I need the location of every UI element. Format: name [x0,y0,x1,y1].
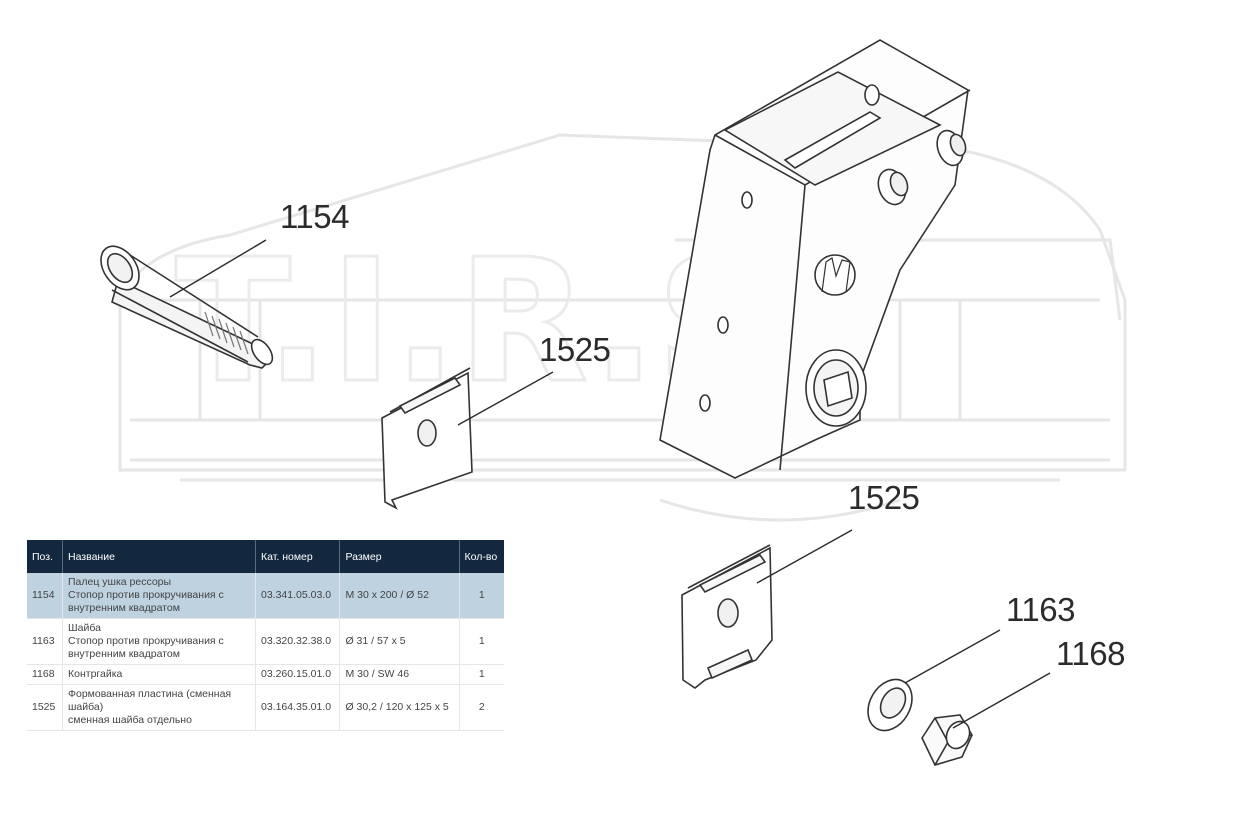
callout-1154: 1154 [280,198,349,235]
cell-qty: 1 [459,573,504,619]
cell-size: M 30 x 200 / Ø 52 [339,573,460,619]
cell-pos: 1525 [27,684,63,731]
leader-1168 [952,672,1051,729]
cell-name: Контргайка [62,664,256,685]
callout-1525-top: 1525 [539,331,611,368]
cell-name-line: внутренним квадратом [68,648,180,660]
callout-1168: 1168 [1056,635,1125,672]
nut-1168-drawing [921,714,973,766]
cell-qty: 1 [459,664,504,685]
cell-size: Ø 30,2 / 120 x 125 x 5 [339,684,460,731]
cell-pos: 1168 [27,664,63,685]
cell-name-line: Стопор против прокручивания с [68,635,224,647]
cell-cat: 03.260.15.01.0 [255,664,341,685]
cell-name: Шайба Стопор против прокручивания с внут… [62,618,256,665]
cell-name-line: Формованная пластина (сменная [68,688,232,700]
cell-qty: 1 [459,618,504,665]
cell-name-line: внутренним квадратом [68,602,180,614]
cell-size: Ø 31 / 57 x 5 [339,618,460,665]
leader-lines [169,239,1051,729]
leader-1525-top [457,371,554,426]
cell-name-line: Шайба [68,622,101,634]
leader-1163 [904,629,1001,684]
cell-pos: 1163 [27,618,63,665]
cell-cat: 03.164.35.01.0 [255,684,341,731]
callout-1525-bottom: 1525 [848,479,920,516]
callout-1163: 1163 [1006,591,1075,628]
col-header-pos: Поз. [27,540,63,573]
table-row[interactable]: 1154 Палец ушка рессоры Стопор против пр… [27,573,504,619]
table-row[interactable]: 1168 Контргайка 03.260.15.01.0 M 30 / SW… [27,664,504,685]
cell-pos: 1154 [27,573,63,619]
plate-1525-top-drawing [381,367,473,510]
col-header-name: Название [62,540,256,573]
cell-name-line: шайба) [68,701,104,713]
col-header-size: Размер [339,540,460,573]
cell-name-line: Стопор против прокручивания с [68,589,224,601]
cell-cat: 03.320.32.38.0 [255,618,341,665]
cell-name-line: сменная шайба отдельно [68,714,192,726]
cell-qty: 2 [459,684,504,731]
parts-table: Поз. Название Кат. номер Размер Кол-во 1… [27,540,504,731]
plate-1525-bottom-drawing [681,544,773,689]
cell-cat: 03.341.05.03.0 [255,573,341,619]
leader-1154 [169,239,267,298]
table-row[interactable]: 1525 Формованная пластина (сменная шайба… [27,684,504,731]
col-header-cat: Кат. номер [255,540,341,573]
cell-name-line: Контргайка [68,668,123,680]
cell-size: M 30 / SW 46 [339,664,460,685]
pin-1154-drawing [100,245,274,369]
leader-1525-bottom [756,529,853,584]
cell-name: Палец ушка рессоры Стопор против прокруч… [62,573,256,619]
col-header-qty: Кол-во [459,540,504,573]
hanger-bracket-drawing [659,39,971,479]
washer-1163-drawing [867,678,913,732]
table-row[interactable]: 1163 Шайба Стопор против прокручивания с… [27,618,504,665]
table-header-row: Поз. Название Кат. номер Размер Кол-во [27,540,504,573]
cell-name-line: Палец ушка рессоры [68,576,172,588]
cell-name: Формованная пластина (сменная шайба) сме… [62,684,256,731]
